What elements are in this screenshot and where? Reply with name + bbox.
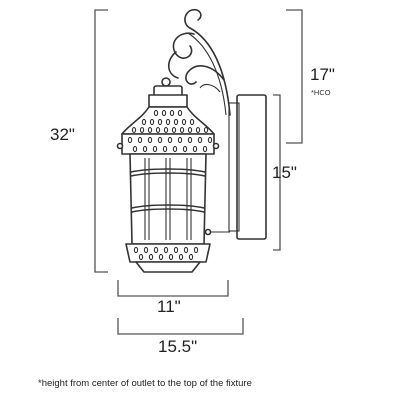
extension-bracket — [117, 318, 244, 335]
footnote: *height from center of outlet to the top… — [38, 378, 252, 389]
backplate-height-bracket — [273, 94, 281, 251]
body-width-bracket — [117, 280, 229, 297]
hco-note: *HCO — [311, 88, 331, 97]
body-width-label: 11" — [157, 297, 181, 316]
backplate-height-label: 15" — [272, 163, 297, 182]
outlet-height-label: 17" — [310, 65, 335, 84]
lantern-body — [129, 153, 230, 245]
lantern-top-band — [116, 133, 220, 155]
lantern-cap — [121, 85, 215, 135]
overall-height-bracket — [94, 9, 108, 273]
lantern-bottom — [125, 243, 211, 273]
extension-label: 15.5" — [158, 337, 197, 356]
overall-height-label: 32" — [50, 125, 75, 144]
wall-backplate — [228, 94, 267, 240]
outlet-height-bracket — [286, 9, 303, 144]
